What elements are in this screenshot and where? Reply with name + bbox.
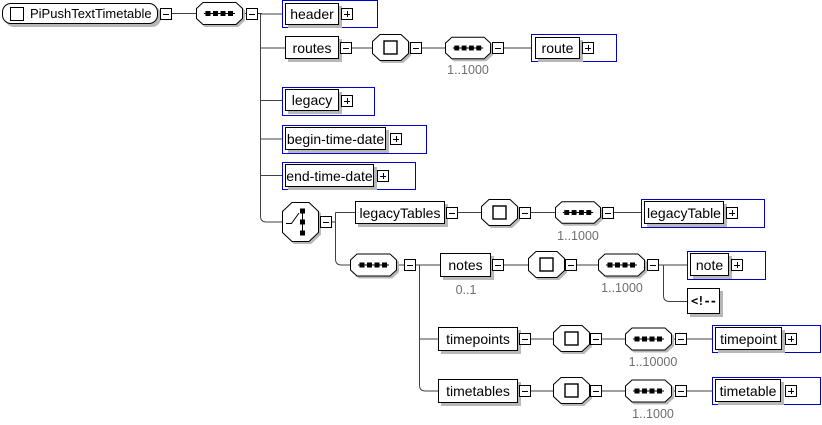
element-label: timetables [446,383,510,399]
collapse-toggle-legacyTables-sequence[interactable] [602,207,614,219]
expand-toggle-timetable[interactable] [785,385,797,397]
content-model-icon-timepoints[interactable] [553,325,590,352]
collapse-toggle-notes[interactable] [492,259,504,271]
collapse-toggle-timepoints[interactable] [519,333,531,345]
content-model-icon-timetables[interactable] [553,377,590,404]
expand-toggle-header[interactable] [341,8,353,20]
element-routes[interactable]: routes [285,36,339,59]
collapse-toggle-choice[interactable] [320,216,332,228]
expand-toggle-legacyTable[interactable] [726,207,738,219]
collapse-toggle-root-sequence[interactable] [246,8,258,20]
collapse-toggle-legacyTables[interactable] [446,207,458,219]
element-route[interactable]: route [535,37,580,59]
sequence-icon-timetables[interactable] [625,379,672,403]
expand-toggle-legacy[interactable] [341,95,353,107]
collapse-toggle-timepoints-sequence[interactable] [675,333,687,345]
element-notes[interactable]: notes [440,253,491,277]
sequence-icon-notes[interactable] [598,253,645,277]
element-label: timepoints [446,331,510,347]
element-timetables[interactable]: timetables [438,379,518,403]
collapse-toggle-timetables-sequence[interactable] [675,385,687,397]
element-label: legacyTable [647,204,721,221]
expand-toggle-route[interactable] [582,42,594,54]
sequence-icon-routes[interactable] [445,36,491,60]
collapse-toggle-timetables[interactable] [519,385,531,397]
occurrence-label: 1..1000 [447,63,489,77]
collapse-toggle-timetables-model[interactable] [590,385,602,397]
occurrence-label: 1..1000 [557,229,599,243]
element-header[interactable]: header [285,3,339,25]
element-root[interactable]: PiPushTextTimetable [2,3,158,24]
collapse-toggle-timepoints-model[interactable] [590,333,602,345]
element-legacyTables[interactable]: legacyTables [355,201,445,224]
collapse-toggle-routes-sequence[interactable] [492,42,504,54]
comment-node[interactable]: <!-- [687,288,720,314]
content-model-icon-legacyTables[interactable] [481,199,518,226]
choice-icon[interactable] [282,202,319,242]
element-label: routes [292,39,332,56]
occurrence-label: 0..1 [455,283,477,297]
expand-toggle-note[interactable] [731,259,743,271]
comment-icon: <!-- [691,294,717,308]
expand-toggle-end-time-date[interactable] [377,170,389,182]
sequence-icon-legacyTables[interactable] [555,201,601,224]
element-label: begin-time-date [286,130,385,147]
occurrence-label: 1..1000 [632,407,674,421]
element-label: timetable [719,382,777,399]
element-label: note [695,256,724,273]
element-note[interactable]: note [690,253,729,276]
collapse-toggle-routes-model[interactable] [410,42,422,54]
element-label: end-time-date [286,167,373,184]
element-timepoint[interactable]: timepoint [715,327,782,350]
element-label: legacyTables [359,204,441,221]
element-timepoints[interactable]: timepoints [438,327,518,351]
collapse-toggle-root[interactable] [160,8,172,20]
element-label: notes [448,257,483,273]
sequence-icon-timepoints[interactable] [625,327,672,351]
element-legacy[interactable]: legacy [285,89,339,111]
element-label: PiPushTextTimetable [30,6,152,21]
element-label: timepoint [720,330,777,347]
element-timetable[interactable]: timetable [715,379,781,402]
sequence-icon-inner[interactable] [350,253,397,277]
element-label: route [541,40,574,56]
expand-toggle-timepoint[interactable] [785,333,797,345]
occurrence-label: 1..1000 [601,281,643,295]
occurrence-label: 1..10000 [628,355,678,369]
collapse-toggle-routes[interactable] [340,42,352,54]
collapse-toggle-notes-model[interactable] [565,259,577,271]
collapse-toggle-inner-sequence[interactable] [404,259,416,271]
sequence-icon-root[interactable] [196,2,243,25]
collapse-toggle-legacyTables-model[interactable] [519,207,531,219]
expand-toggle-begin-time-date[interactable] [390,133,402,145]
collapse-toggle-notes-sequence[interactable] [647,259,659,271]
element-label: legacy [291,92,333,108]
element-icon [10,7,24,21]
content-model-icon-notes[interactable] [528,251,565,278]
element-end-time-date[interactable]: end-time-date [285,164,374,187]
content-model-icon-routes[interactable] [372,34,409,61]
element-label: header [290,6,334,22]
element-legacyTable[interactable]: legacyTable [644,201,724,224]
element-begin-time-date[interactable]: begin-time-date [285,127,386,150]
